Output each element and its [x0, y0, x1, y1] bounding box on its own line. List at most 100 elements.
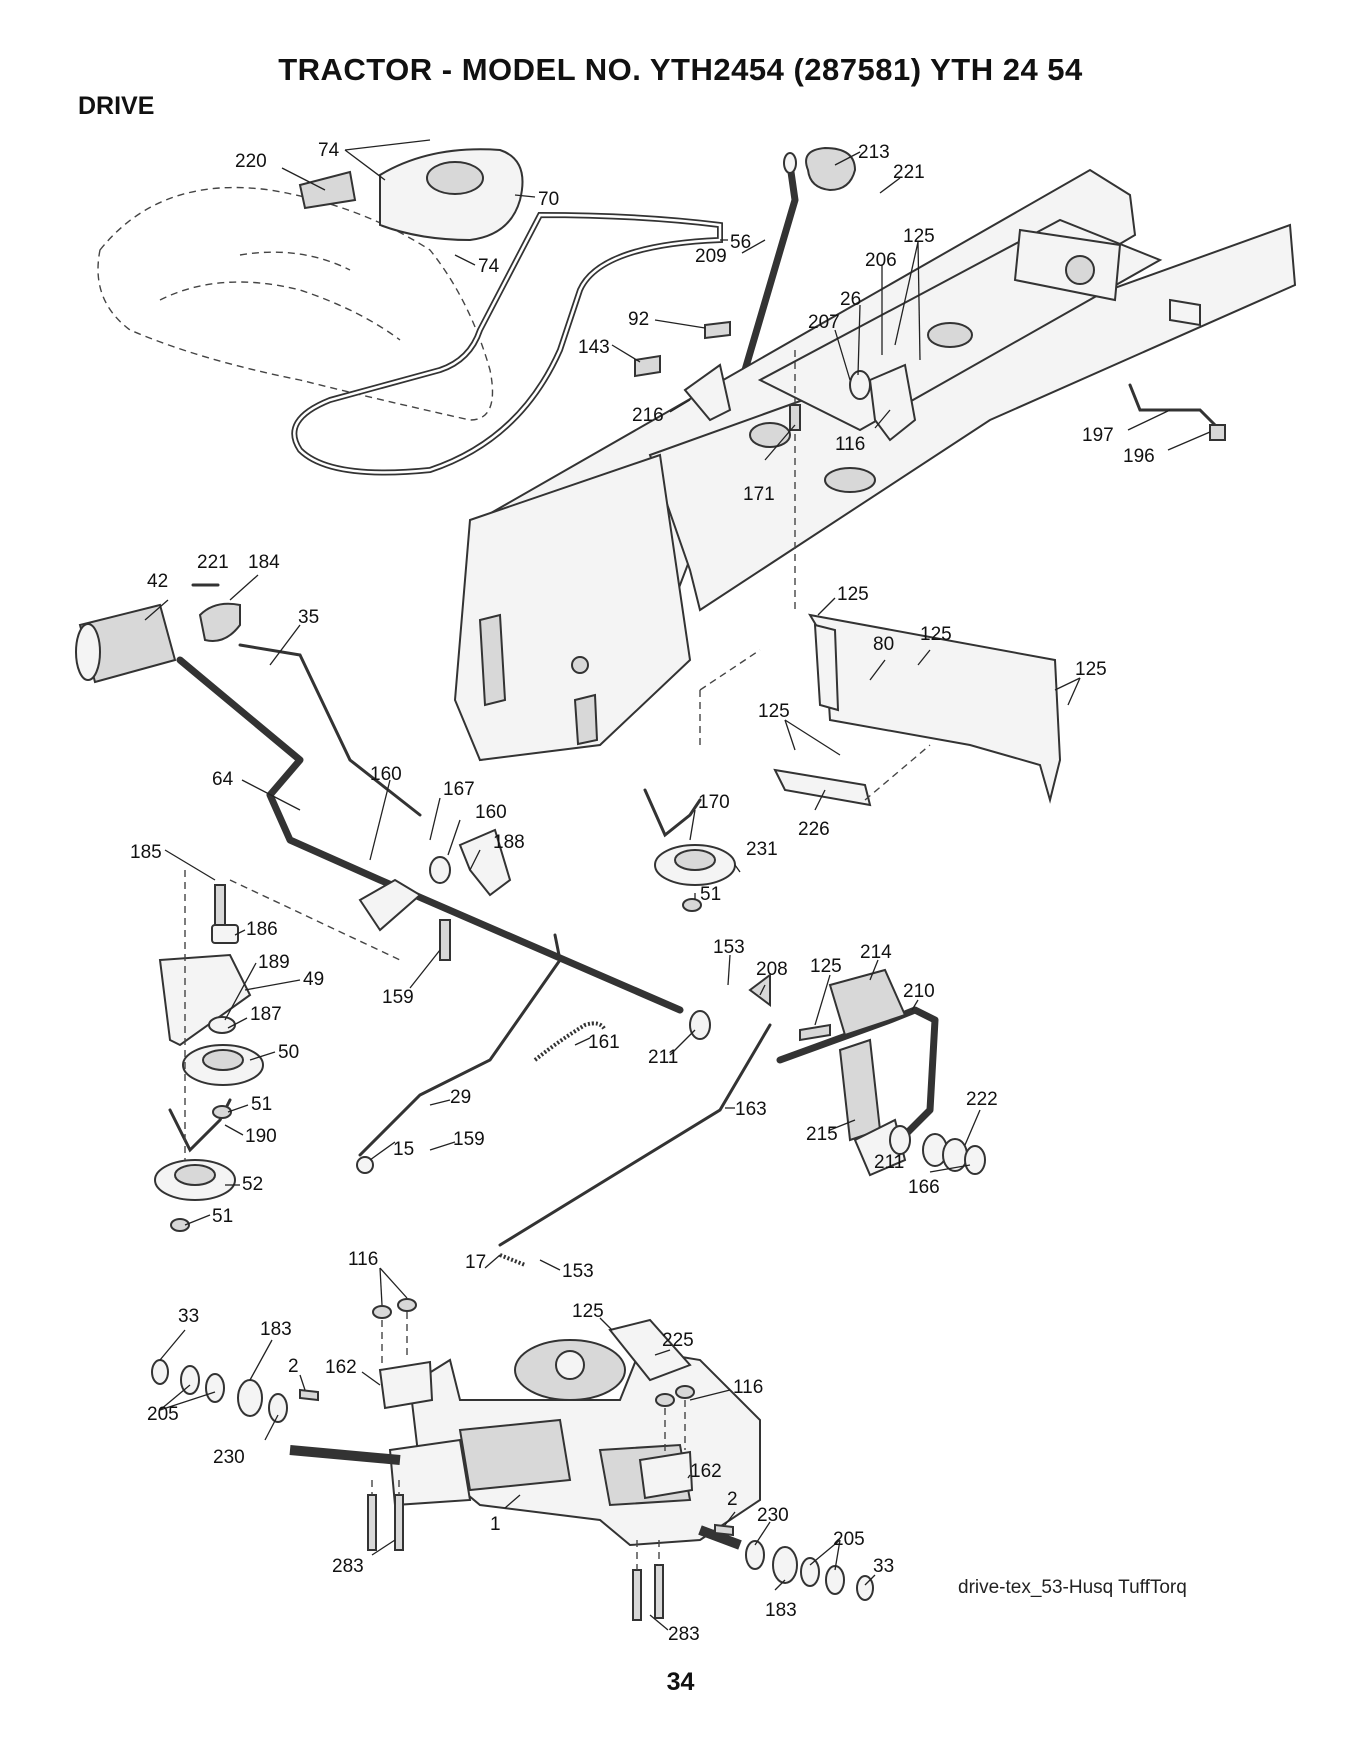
callout-196: 196	[1123, 446, 1155, 467]
callout-51: 51	[212, 1206, 233, 1227]
transaxle	[388, 1339, 761, 1547]
callout-116: 116	[835, 434, 865, 455]
spring-161	[533, 1021, 607, 1062]
callout-167: 167	[443, 779, 475, 800]
callout-74: 74	[478, 256, 500, 277]
axle-right	[698, 1525, 742, 1550]
callout-225: 225	[662, 1330, 694, 1351]
callout-188: 188	[493, 832, 525, 853]
callout-26: 26	[840, 289, 861, 310]
callout-183: 183	[765, 1600, 797, 1621]
callout-125: 125	[810, 956, 842, 977]
callout-207: 207	[808, 312, 840, 333]
callout-15: 15	[393, 1139, 414, 1160]
callout-159: 159	[453, 1129, 485, 1150]
page-title: TRACTOR - MODEL NO. YTH2454 (287581) YTH…	[278, 52, 1083, 87]
rod-29	[358, 933, 562, 1157]
callout-171: 171	[743, 484, 775, 505]
bracket-162a	[378, 1360, 434, 1410]
pedal-pad-215	[838, 1038, 882, 1142]
callout-211: 211	[648, 1047, 678, 1068]
idler-170	[643, 788, 702, 838]
tractor-frame	[453, 168, 1297, 762]
callout-213: 213	[858, 142, 890, 163]
callout-170: 170	[698, 792, 730, 813]
callout-205: 205	[147, 1404, 179, 1425]
callout-162: 162	[325, 1357, 357, 1378]
callout-33: 33	[178, 1306, 199, 1327]
callout-33: 33	[873, 1556, 894, 1577]
knob-184	[198, 602, 241, 642]
bracket-226	[773, 768, 872, 807]
callout-56: 56	[730, 232, 751, 253]
callout-17: 17	[465, 1252, 486, 1273]
callout-160: 160	[475, 802, 507, 823]
axle-left	[289, 1445, 401, 1465]
pulley-231	[654, 844, 736, 886]
callout-208: 208	[756, 959, 788, 980]
rod-163	[498, 1023, 772, 1247]
pedal-shaft	[176, 656, 684, 1014]
callout-80: 80	[873, 634, 894, 655]
callout-283: 283	[332, 1556, 364, 1577]
callout-220: 220	[235, 151, 267, 172]
guard-225	[608, 1318, 692, 1382]
callout-125: 125	[758, 701, 790, 722]
callout-162: 162	[690, 1461, 722, 1482]
callout-187: 187	[250, 1004, 282, 1025]
callout-210: 210	[903, 981, 935, 1002]
callout-231: 231	[746, 839, 778, 860]
callout-206: 206	[865, 250, 897, 271]
callout-2: 2	[288, 1356, 299, 1377]
callout-166: 166	[908, 1177, 940, 1198]
callout-35: 35	[298, 607, 319, 628]
callout-222: 222	[966, 1089, 998, 1110]
callout-215: 215	[806, 1124, 838, 1145]
diagram-caption: drive-tex_53-Husq TuffTorq	[958, 1577, 1187, 1598]
callout-2: 2	[727, 1489, 738, 1510]
callout-116: 116	[348, 1249, 378, 1270]
shift-knob	[805, 146, 857, 192]
callout-163: 163	[735, 1099, 767, 1120]
callout-226: 226	[798, 819, 830, 840]
callout-230: 230	[213, 1447, 245, 1468]
callout-116: 116	[733, 1377, 763, 1398]
callout-209: 209	[695, 246, 727, 267]
callout-125: 125	[837, 584, 869, 605]
callout-160: 160	[370, 764, 402, 785]
callout-230: 230	[757, 1505, 789, 1526]
section-heading: DRIVE	[78, 92, 155, 120]
idler-bracket	[683, 363, 732, 422]
arm-167	[358, 878, 422, 932]
callout-125: 125	[903, 226, 935, 247]
leader-lines	[144, 139, 1211, 1631]
bracket-162b	[638, 1450, 694, 1500]
pulley-50	[182, 1044, 264, 1086]
callout-221: 221	[893, 162, 925, 183]
callout-64: 64	[212, 769, 234, 790]
callout-52: 52	[242, 1174, 263, 1195]
callout-143: 143	[578, 337, 610, 358]
callout-185: 185	[130, 842, 162, 863]
callout-183: 183	[260, 1319, 292, 1340]
page-number: 34	[666, 1668, 695, 1696]
grille-insert	[298, 170, 357, 210]
callout-125: 125	[572, 1301, 604, 1322]
callout-125: 125	[1075, 659, 1107, 680]
callout-29: 29	[450, 1087, 471, 1108]
pedal-grip	[75, 603, 177, 684]
callout-159: 159	[382, 987, 414, 1008]
dash-panel	[379, 148, 524, 242]
callout-74: 74	[318, 140, 340, 161]
callout-189: 189	[258, 952, 290, 973]
bracket-188	[458, 828, 512, 897]
callout-51: 51	[700, 884, 721, 905]
callout-161: 161	[588, 1032, 620, 1053]
pedal-pad-214	[828, 968, 907, 1037]
callout-283: 283	[668, 1624, 700, 1645]
callout-labels: 220 74 70 74 213 221 56 209 125 206 26 2…	[130, 140, 1155, 1645]
callout-190: 190	[245, 1126, 277, 1147]
callout-125: 125	[920, 624, 952, 645]
callout-153: 153	[713, 937, 745, 958]
